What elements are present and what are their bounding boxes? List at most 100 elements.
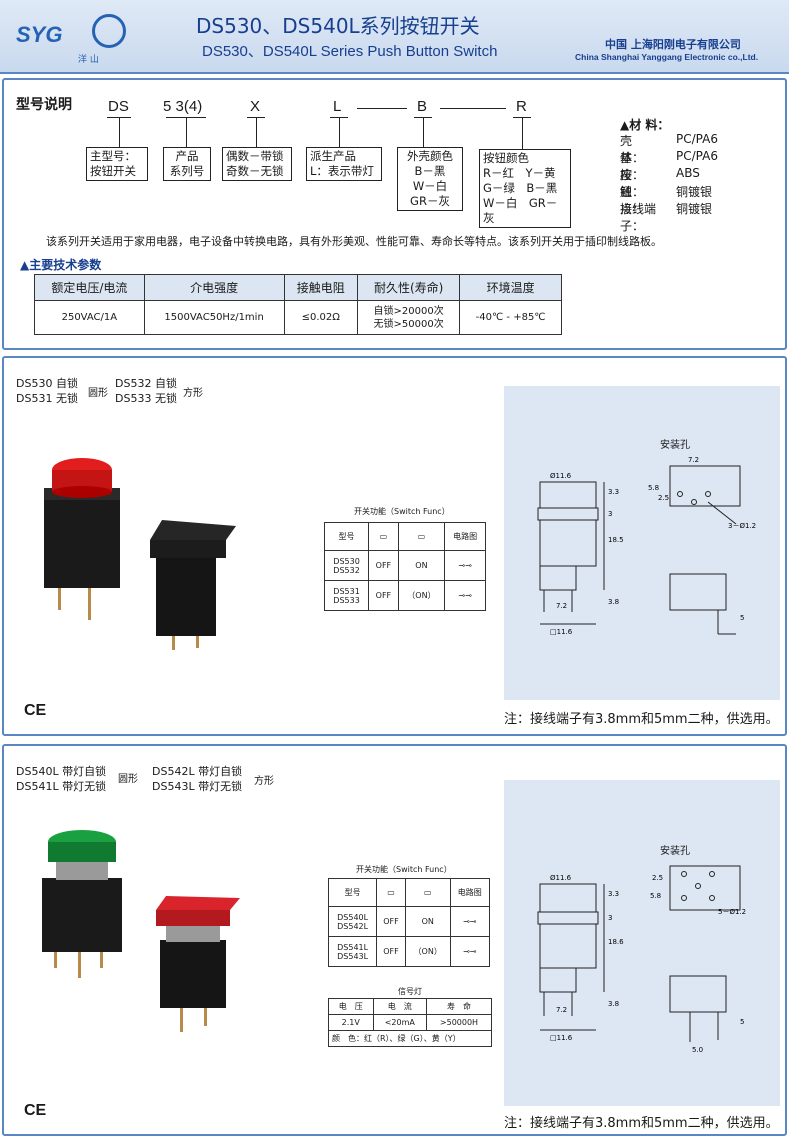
model-line: DS530 自锁 bbox=[16, 377, 78, 390]
bracket-line bbox=[423, 117, 424, 147]
box-line: L：表示带灯 bbox=[310, 164, 374, 178]
circuit-icon: ⊸⊸ bbox=[444, 580, 486, 611]
ds530-models-left: DS530 自锁 DS531 无锁 bbox=[16, 376, 78, 406]
dim-label: 5.8 bbox=[650, 892, 661, 900]
func-header-row: 型号 ▭ ▭ 电路图 bbox=[323, 522, 486, 551]
shape-square: 方形 bbox=[254, 776, 274, 787]
func-header: 电路图 bbox=[449, 878, 491, 907]
material-key: 触 点： bbox=[620, 185, 657, 216]
dim-label: 5.0 bbox=[692, 1046, 703, 1054]
ds540-models-right: DS542L 带灯自锁 DS543L 带灯无锁 bbox=[152, 764, 242, 794]
ds540-product-photo bbox=[42, 830, 240, 1032]
dim-label: 3.3 bbox=[608, 488, 619, 496]
func-state: OFF bbox=[376, 936, 406, 967]
drawing-side-view bbox=[669, 573, 727, 611]
ds540-note: 注：接线端子有3.8mm和5mm二种，供选用。 bbox=[504, 1116, 779, 1131]
bracket-line bbox=[186, 117, 187, 147]
page-header bbox=[0, 0, 789, 74]
box-line: 按钮颜色 bbox=[483, 151, 529, 165]
model-line: DS533 无锁 bbox=[115, 392, 177, 405]
mount-hole-label: 安装孔 bbox=[660, 846, 690, 857]
box-series: 产品 系列号 bbox=[163, 147, 211, 181]
dim-label: 18.6 bbox=[608, 938, 624, 946]
ds540-drawing-svg: Ø11.6 3.3 3 18.6 7.2 3.8 □11.6 2.5 5.8 5… bbox=[537, 865, 746, 1054]
switch-pin bbox=[100, 952, 103, 968]
code-l: L bbox=[333, 98, 342, 115]
button-up-icon: ▭ bbox=[376, 878, 406, 907]
drawing-hole bbox=[691, 499, 697, 505]
func-state: ON bbox=[397, 550, 446, 581]
dim-label: 7.2 bbox=[688, 456, 699, 464]
ds540-func-table: 型号 ▭ ▭ 电路图 DS540L DS542L OFF ON ⊸⊸ DS541… bbox=[327, 878, 491, 967]
spec-value: -40℃ - +85℃ bbox=[459, 300, 562, 335]
drawing-hole bbox=[705, 491, 711, 497]
spec-table: 额定电压/电流 介电强度 接触电阻 耐久性(寿命) 环境温度 250VAC/1A… bbox=[34, 274, 562, 335]
dim-label: □11.6 bbox=[550, 628, 573, 636]
drawing-side-view bbox=[669, 975, 727, 1013]
drawing-base bbox=[539, 967, 577, 993]
box-line: 奇数－无锁 bbox=[226, 164, 284, 178]
material-value: PC/PA6 bbox=[676, 149, 718, 163]
material-row: 基 座：PC/PA6 bbox=[620, 149, 780, 183]
box-line: 按钮开关 bbox=[90, 164, 136, 178]
box-line: 产品 bbox=[175, 149, 199, 163]
material-value: PC/PA6 bbox=[676, 132, 718, 146]
drawing-collar bbox=[537, 911, 599, 925]
material-value: 铜镀银 bbox=[676, 185, 713, 199]
logo-emblem-icon bbox=[92, 14, 126, 48]
lamp-value: >50000H bbox=[425, 1014, 493, 1031]
drawing-hole bbox=[677, 491, 683, 497]
ds540-dimension-drawing: 安装孔 Ø11.6 3.3 3 18.6 7.2 3.8 □11.6 2 bbox=[504, 780, 780, 1106]
box-line: R－红 Y－黄 bbox=[483, 166, 556, 180]
company-logo: SYG bbox=[16, 22, 63, 47]
switch-body bbox=[160, 940, 226, 1008]
box-main-type: 主型号： 按钮开关 bbox=[86, 147, 148, 181]
func-header: 电路图 bbox=[444, 522, 486, 551]
ds530-product-photo bbox=[44, 458, 236, 650]
ds530-func-title: 开关功能（Switch Func） bbox=[354, 507, 450, 516]
dim-label: □11.6 bbox=[550, 1034, 573, 1042]
box-line: 外壳颜色 bbox=[407, 149, 453, 163]
red-square-button-cap bbox=[156, 896, 240, 910]
code-ds: DS bbox=[108, 98, 129, 115]
lamp-value-row: 2.1V <20mA >50000H bbox=[328, 1014, 493, 1031]
drawing-collar bbox=[537, 507, 599, 521]
drawing-base bbox=[539, 565, 577, 591]
dim-label: 18.5 bbox=[608, 536, 624, 544]
func-model: DS531 DS533 bbox=[323, 580, 370, 611]
drawing-cap bbox=[539, 883, 597, 913]
model-line: DS531 无锁 bbox=[16, 392, 78, 405]
ce-cert-icon: CE bbox=[24, 702, 47, 719]
box-line: 系列号 bbox=[169, 164, 205, 178]
red-button-base bbox=[52, 486, 112, 498]
black-button-cap bbox=[150, 520, 236, 540]
button-down-icon: ▭ bbox=[397, 522, 446, 551]
button-up-icon: ▭ bbox=[368, 522, 399, 551]
black-button-side bbox=[150, 540, 226, 558]
lamp-header: 电 压 bbox=[328, 998, 374, 1015]
material-row: 接线端子：铜镀银 bbox=[620, 200, 780, 234]
spec-value: 1500VAC50Hz/1min bbox=[143, 300, 285, 335]
ds530-drawing-svg: Ø11.6 3.3 3 18.5 7.2 3.8 □11.6 7.2 5.8 2… bbox=[537, 456, 756, 636]
lamp-ring bbox=[56, 862, 108, 880]
box-shell-color: 外壳颜色 B－黑 W－白 GR－灰 bbox=[397, 147, 463, 211]
box-derived: 派生产品 L：表示带灯 bbox=[306, 147, 382, 181]
dim-label: 5 bbox=[740, 614, 744, 622]
drawing-hole bbox=[709, 871, 715, 877]
drawing-leader bbox=[707, 501, 737, 525]
dim-label: 3－Ø1.2 bbox=[728, 522, 756, 530]
material-row: 壳 体：PC/PA6 bbox=[620, 132, 780, 166]
box-lock: 偶数－带锁 奇数－无锁 bbox=[222, 147, 292, 181]
func-model: DS540L DS542L bbox=[327, 906, 378, 937]
red-button-side bbox=[52, 470, 112, 492]
circuit-icon: ⊸⊸ bbox=[449, 936, 491, 967]
drawing-hole-pattern bbox=[669, 465, 741, 507]
circuit-icon: ⊸⊸ bbox=[444, 550, 486, 581]
bracket-line bbox=[339, 117, 340, 147]
dim-label: Ø11.6 bbox=[550, 472, 572, 480]
model-line: DS541L 带灯无锁 bbox=[16, 780, 107, 793]
drawing-body bbox=[539, 519, 597, 567]
series-description: 该系列开关适用于家用电器，电子设备中转换电路，具有外形美观、性能可靠、寿命长等特… bbox=[46, 235, 662, 248]
switch-pin bbox=[88, 588, 91, 620]
lamp-table: 电 压 电 流 寿 命 2.1V <20mA >50000H 颜 色：红（R）、… bbox=[328, 998, 493, 1047]
